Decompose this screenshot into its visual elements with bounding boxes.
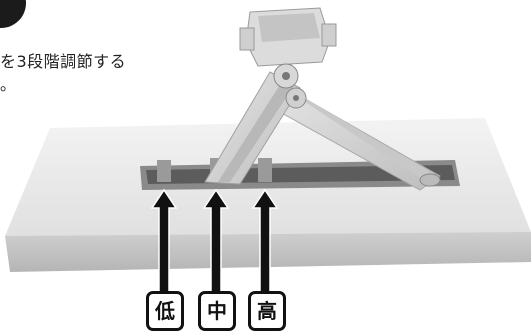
caption-line-2: 。 (0, 75, 17, 94)
tablet-holder (239, 7, 337, 67)
label-low: 低 (146, 291, 184, 331)
instruction-caption: を3段階調節する 。 (0, 50, 126, 96)
hinge-joint (273, 63, 441, 187)
caption-line-1: を3段階調節する (0, 52, 127, 71)
label-high: 高 (248, 291, 286, 331)
label-mid: 中 (198, 291, 236, 331)
